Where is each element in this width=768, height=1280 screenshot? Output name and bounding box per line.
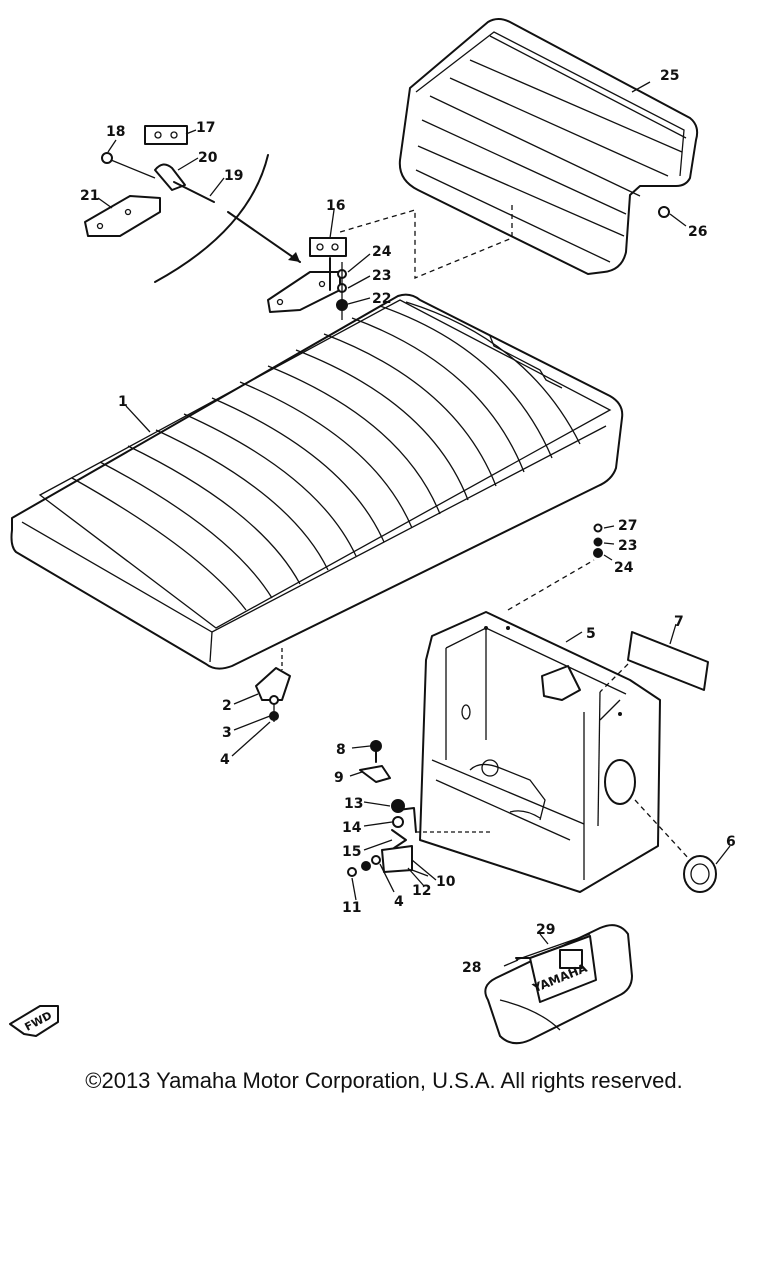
label-part-28: 28 (462, 960, 481, 976)
label-part-24-box: 24 (614, 560, 634, 576)
label-part-16: 16 (326, 198, 345, 214)
label-part-10: 10 (436, 874, 456, 890)
label-part-29: 29 (536, 922, 555, 938)
label-part-17: 17 (196, 120, 215, 136)
tool-bag: YAMAHA (484, 924, 633, 1045)
fwd-arrow: FWD (9, 1005, 59, 1037)
label-part-19: 19 (224, 168, 243, 184)
label-part-20: 20 (198, 150, 218, 166)
label-part-4-latch: 4 (394, 894, 404, 910)
callout-leaders (97, 81, 651, 967)
label-part-11: 11 (342, 900, 361, 916)
label-part-14: 14 (342, 820, 362, 836)
seat-latch-bracket (255, 648, 291, 722)
label-part-26: 26 (688, 224, 707, 240)
hinge-assembly-upper (84, 125, 215, 237)
label-part-21: 21 (80, 188, 99, 204)
label-part-1: 1 (118, 394, 128, 410)
label-part-18: 18 (106, 124, 125, 140)
label-part-6: 6 (726, 834, 736, 850)
label-part-22: 22 (372, 291, 391, 307)
box-fasteners-right (593, 523, 615, 561)
label-part-24-hinge: 24 (372, 244, 392, 260)
label-part-2: 2 (222, 698, 232, 714)
rubber-grommet (634, 799, 731, 893)
hinge-assembly-lower (267, 237, 348, 320)
seat-cushion (10, 293, 624, 670)
backrest-cushion (398, 18, 699, 275)
label-part-8: 8 (336, 742, 346, 758)
label-part-3: 3 (222, 725, 232, 741)
label-part-23-hinge: 23 (372, 268, 391, 284)
label-part-5: 5 (586, 626, 596, 642)
label-part-12: 12 (412, 883, 431, 899)
label-part-23-box: 23 (618, 538, 637, 554)
part-26-screw (658, 206, 687, 227)
storage-box (419, 559, 661, 893)
label-part-25: 25 (660, 68, 679, 84)
exploded-parts-diagram: YAMAHA FWD 1 2 3 (9, 18, 736, 1045)
label-part-13: 13 (344, 796, 363, 812)
part-number-labels: 1 2 3 4 5 6 7 8 9 10 11 12 13 14 15 16 1… (80, 68, 736, 976)
label-part-9: 9 (334, 770, 344, 786)
latch-assembly (347, 740, 490, 877)
label-part-27: 27 (618, 518, 637, 534)
label-part-15: 15 (342, 844, 361, 860)
label-part-7: 7 (674, 614, 684, 630)
label-part-4-seat: 4 (220, 752, 230, 768)
reflector-plate (599, 623, 709, 693)
copyright-notice: ©2013 Yamaha Motor Corporation, U.S.A. A… (85, 1068, 683, 1093)
